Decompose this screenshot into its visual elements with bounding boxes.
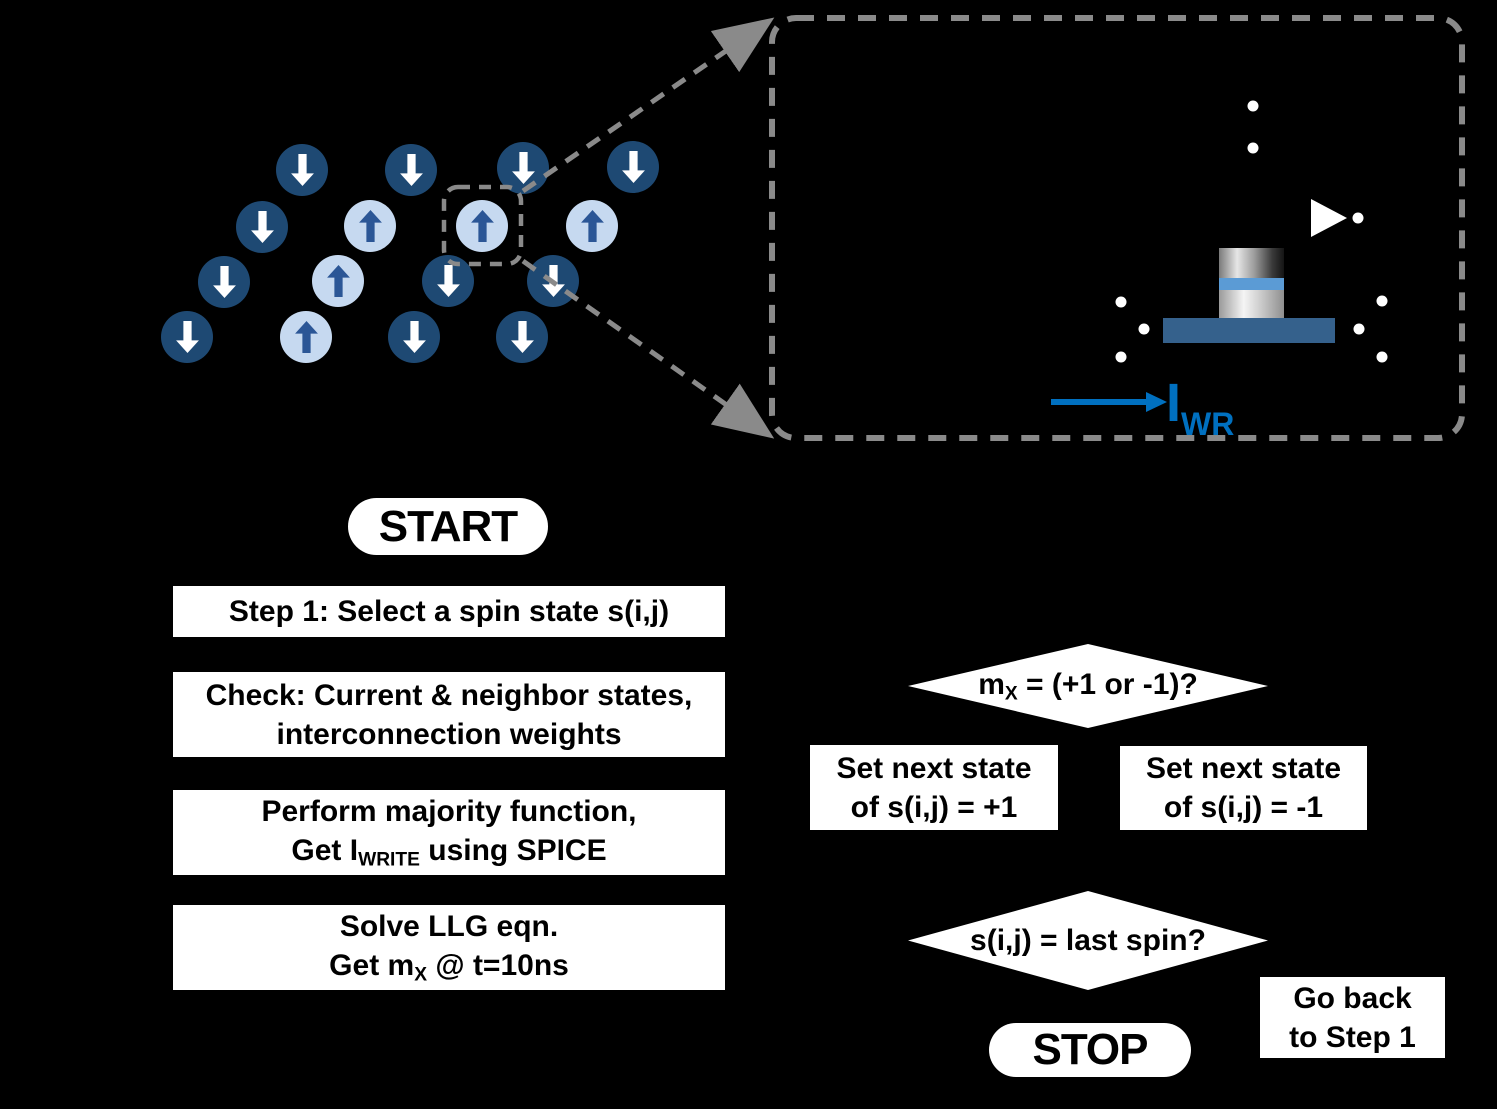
spin-down [161, 311, 213, 363]
spin-down [276, 144, 328, 196]
spin-down [388, 311, 440, 363]
goback-line2: to Step 1 [1289, 1020, 1416, 1054]
spin-arrow-up-icon [326, 265, 350, 297]
majority-line1: Perform majority function, [261, 794, 637, 828]
spin-up [312, 255, 364, 307]
start-node: START [348, 498, 548, 555]
spin-down [385, 144, 437, 196]
llg-line2: Get mX @ t=10ns [329, 948, 569, 986]
goback-box: Go back to Step 1 [1260, 977, 1445, 1058]
set-plus-box: Set next state of s(i,j) = +1 [810, 745, 1058, 830]
check-box: Check: Current & neighbor states, interc… [173, 672, 725, 757]
majority-box: Perform majority function, Get IWRITE us… [173, 790, 725, 875]
check-line2: interconnection weights [276, 717, 622, 751]
spin-arrow-up-icon [580, 210, 604, 242]
spin-arrow-up-icon [358, 210, 382, 242]
set-minus-line2: of s(i,j) = -1 [1163, 791, 1324, 824]
start-label: START [378, 501, 518, 551]
set-minus-box: Set next state of s(i,j) = -1 [1120, 746, 1367, 830]
spin-arrow-down-icon [436, 265, 460, 297]
stop-label: STOP [1032, 1025, 1148, 1075]
mtj-free-layer [1219, 248, 1284, 278]
spin-arrow-down-icon [510, 321, 534, 353]
llg-line1: Solve LLG eqn. [339, 909, 559, 943]
spin-down [497, 142, 549, 194]
spin-down [527, 255, 579, 307]
mtj-tunnel-barrier [1219, 278, 1284, 290]
decision-mx-label: mX = (+1 or -1)? [978, 667, 1198, 705]
spin-arrow-down-icon [290, 154, 314, 186]
majority-line2: Get IWRITE using SPICE [291, 833, 607, 871]
spin-arrow-down-icon [541, 265, 565, 297]
mtj-bottom-electrode [1163, 318, 1335, 343]
spin-up [566, 200, 618, 252]
spin-arrow-down-icon [511, 152, 535, 184]
spin-arrow-down-icon [621, 151, 645, 183]
set-plus-line1: Set next state [836, 751, 1032, 785]
set-plus-line2: of s(i,j) = +1 [850, 790, 1018, 824]
step1-label: Step 1: Select a spin state s(i,j) [228, 595, 670, 628]
goback-line1: Go back [1293, 981, 1412, 1015]
mtj-fixed-layer [1219, 290, 1284, 318]
iwr-subscript: WR [1181, 406, 1235, 442]
spin-down [236, 201, 288, 253]
spin-arrow-down-icon [402, 321, 426, 353]
iwr-symbol: I [1166, 373, 1182, 433]
decision-last-spin-label: s(i,j) = last spin? [970, 924, 1206, 957]
check-line1: Check: Current & neighbor states, [205, 678, 693, 712]
stop-node: STOP [989, 1023, 1191, 1077]
spin-up [344, 200, 396, 252]
spin-arrow-down-icon [250, 211, 274, 243]
spin-arrow-up-icon [294, 321, 318, 353]
llg-box: Solve LLG eqn. Get mX @ t=10ns [173, 905, 725, 990]
spin-up [280, 311, 332, 363]
spin-arrow-up-icon [470, 210, 494, 242]
spin-down [607, 141, 659, 193]
spin-up [456, 200, 508, 252]
step1-box: Step 1: Select a spin state s(i,j) [173, 586, 725, 637]
write-current-label: IWR [1166, 376, 1234, 443]
spin-arrow-down-icon [212, 266, 236, 298]
spin-arrow-down-icon [399, 154, 423, 186]
spin-down [422, 255, 474, 307]
spin-down [198, 256, 250, 308]
spin-arrow-down-icon [175, 321, 199, 353]
spin-down [496, 311, 548, 363]
set-minus-line1: Set next state [1145, 752, 1342, 785]
